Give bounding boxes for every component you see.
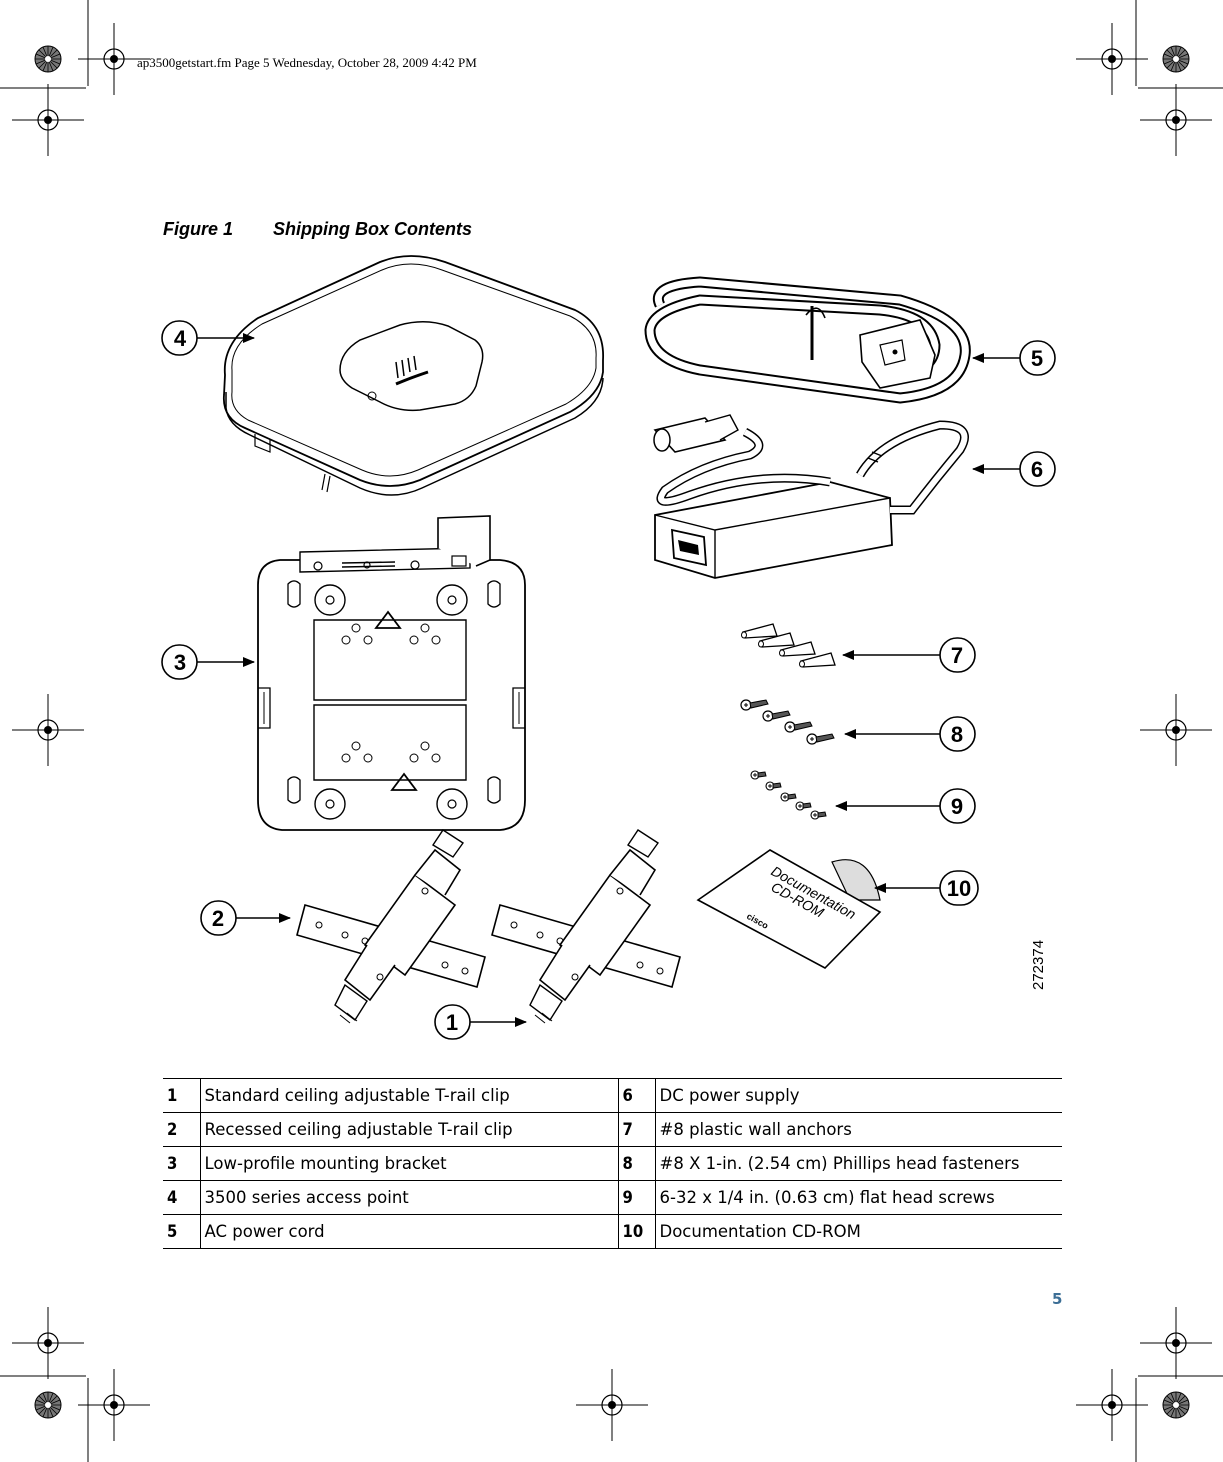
figure-title: Shipping Box Contents <box>273 219 472 239</box>
mounting-bracket-drawing <box>257 515 526 831</box>
svg-text:8: 8 <box>951 722 963 747</box>
svg-text:5: 5 <box>1031 346 1043 371</box>
legend-left-text: 3500 series access point <box>199 1180 618 1215</box>
page-header-slug: ap3500getstart.fm Page 5 Wednesday, Octo… <box>137 55 477 70</box>
dc-power-supply-drawing <box>653 414 969 579</box>
svg-text:10: 10 <box>947 876 971 901</box>
svg-text:6: 6 <box>1031 457 1043 482</box>
callout-arrows <box>197 333 1020 1027</box>
figure-number: Figure 1 <box>163 219 234 239</box>
legend-right-number: 10 <box>617 1214 655 1249</box>
legend-right-text: DC power supply <box>654 1078 1062 1113</box>
ac-power-cord-drawing <box>644 276 971 404</box>
cd-rom-drawing: Documentation CD-ROM cisco <box>696 849 882 969</box>
callout-7: 7 <box>939 637 976 673</box>
callout-1: 1 <box>434 1004 471 1040</box>
recessed-t-rail-clip-drawing <box>296 829 486 1024</box>
callout-5: 5 <box>1019 340 1056 376</box>
callout-10: 10 <box>939 870 979 906</box>
legend-left-text: Low-profile mounting bracket <box>199 1146 618 1181</box>
callout-6: 6 <box>1019 451 1056 487</box>
callout-8: 8 <box>939 716 976 752</box>
callout-4: 4 <box>161 320 198 356</box>
svg-text:1: 1 <box>446 1010 458 1035</box>
svg-text:7: 7 <box>951 643 963 668</box>
page-number: 5 <box>1052 1290 1063 1308</box>
callout-3: 3 <box>161 644 198 680</box>
legend-left-text: Recessed ceiling adjustable T-rail clip <box>199 1112 618 1147</box>
figure-id-number: 272374 <box>1030 939 1047 990</box>
legend-right-text: 6-32 x 1/4 in. (0.63 cm) flat head screw… <box>654 1180 1062 1215</box>
flat-head-screws-drawing <box>750 770 827 820</box>
callout-2: 2 <box>200 900 237 936</box>
legend-left-number: 5 <box>163 1214 200 1249</box>
legend-left-text: AC power cord <box>199 1214 618 1249</box>
standard-t-rail-clip-drawing <box>491 829 681 1024</box>
svg-text:4: 4 <box>174 326 187 351</box>
svg-text:3: 3 <box>174 650 186 675</box>
figure-caption: Figure 1 Shipping Box Contents <box>163 219 472 240</box>
legend-left-number: 4 <box>163 1180 200 1215</box>
callout-9: 9 <box>939 788 976 824</box>
access-point-drawing <box>222 255 604 496</box>
svg-text:9: 9 <box>951 794 963 819</box>
phillips-fasteners-drawing <box>740 699 835 745</box>
legend-right-text: Documentation CD-ROM <box>654 1214 1062 1249</box>
legend-right-number: 6 <box>617 1078 655 1113</box>
legend-right-number: 9 <box>617 1180 655 1215</box>
wall-anchors-drawing <box>740 623 836 668</box>
legend-right-text: #8 X 1-in. (2.54 cm) Phillips head faste… <box>654 1146 1062 1181</box>
legend-left-number: 2 <box>163 1112 200 1147</box>
legend-left-text: Standard ceiling adjustable T-rail clip <box>199 1078 618 1113</box>
legend-right-number: 7 <box>617 1112 655 1147</box>
legend-left-number: 3 <box>163 1146 200 1181</box>
svg-text:2: 2 <box>212 906 224 931</box>
legend-right-number: 8 <box>617 1146 655 1181</box>
legend-left-number: 1 <box>163 1078 200 1113</box>
legend-right-text: #8 plastic wall anchors <box>654 1112 1062 1147</box>
